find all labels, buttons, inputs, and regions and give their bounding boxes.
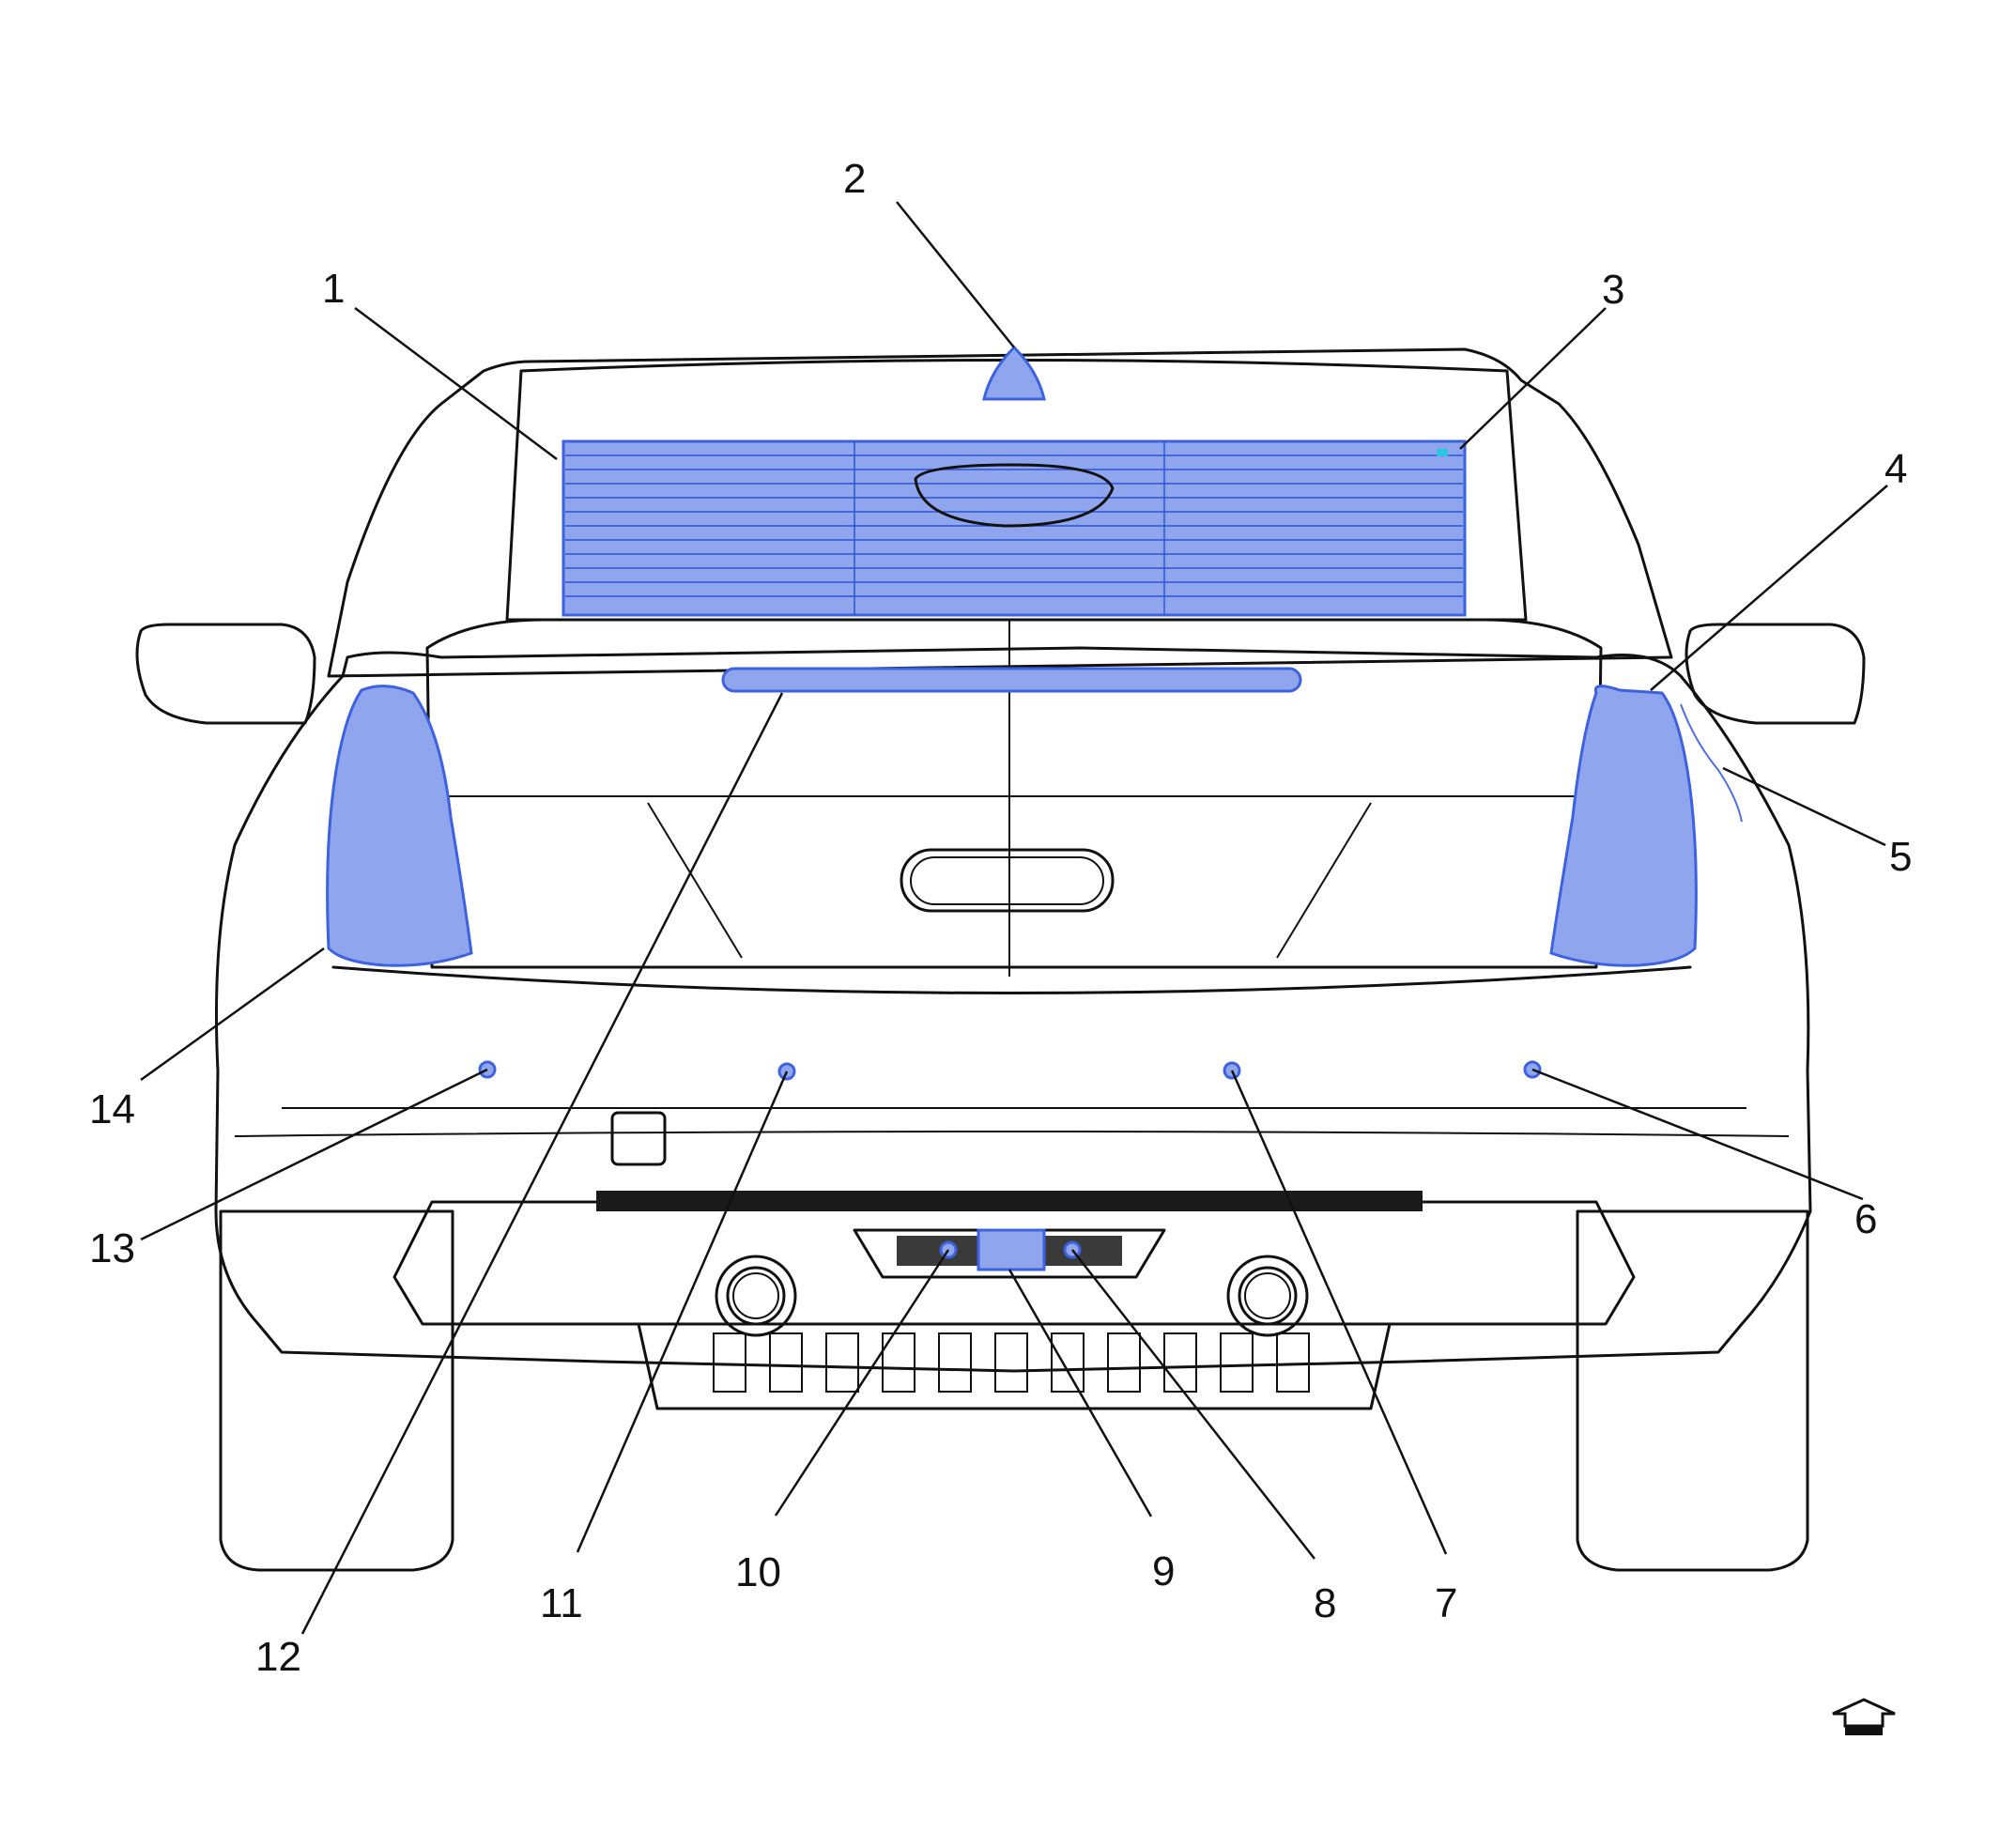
callout-4: 4 [1885, 446, 1907, 492]
left-tail-lamp [326, 685, 473, 967]
trunk-left-crease [647, 802, 743, 959]
highlighted-components [326, 345, 1743, 1271]
rear-bumper [331, 965, 1692, 994]
callout-labels: 1 2 3 4 5 6 7 8 9 10 11 12 13 14 [89, 156, 1912, 1680]
left-rear-tire [219, 1209, 454, 1572]
callout-7: 7 [1435, 1580, 1457, 1626]
callout-6: 6 [1854, 1196, 1877, 1242]
callout-11: 11 [540, 1580, 583, 1626]
front-arrow-icon [1832, 1698, 1896, 1735]
trunk-right-crease [1276, 802, 1372, 959]
right-tail-lamp [1549, 685, 1698, 967]
high-mount-stop-lamp [721, 667, 1302, 693]
vehicle-body [135, 347, 1866, 1572]
underbody [637, 1322, 1392, 1410]
left-mirror [135, 623, 316, 725]
lower-diffuser [392, 1200, 1636, 1326]
right-rear-tire [1576, 1209, 1809, 1572]
rear-vision-camera [977, 1228, 1046, 1271]
right-mirror [1685, 623, 1866, 725]
callout-2: 2 [843, 156, 866, 202]
defogger-grid-lines [565, 441, 1463, 615]
callout-1: 1 [322, 266, 345, 312]
diffuser-dark-band [596, 1191, 1423, 1211]
underbody-ribs [713, 1332, 1310, 1393]
leader-lines [140, 201, 1888, 1635]
window-corner-marker [1437, 449, 1448, 456]
license-plate-recess [900, 848, 1115, 913]
callout-9: 9 [1152, 1548, 1175, 1594]
body-shell [214, 646, 1812, 1373]
rear-window-frame [505, 359, 1528, 622]
callout-13: 13 [89, 1225, 135, 1271]
callout-5: 5 [1889, 834, 1912, 880]
camera-housing [853, 1228, 1166, 1279]
right-side-marker [1680, 703, 1743, 823]
trunk-lid [425, 618, 1603, 969]
callout-8: 8 [1314, 1580, 1336, 1626]
callout-10: 10 [735, 1549, 781, 1595]
fuel-door [610, 1111, 667, 1166]
roof [327, 347, 1673, 678]
interior-mirror [914, 463, 1115, 528]
rear-window-defogger-grid [562, 439, 1467, 617]
shark-fin-antenna [982, 345, 1046, 401]
callout-14: 14 [89, 1086, 135, 1132]
callout-12: 12 [255, 1634, 301, 1680]
callout-3: 3 [1602, 267, 1624, 313]
bumper-line-2 [234, 1131, 1790, 1137]
license-plate-recess-inner [910, 856, 1104, 905]
